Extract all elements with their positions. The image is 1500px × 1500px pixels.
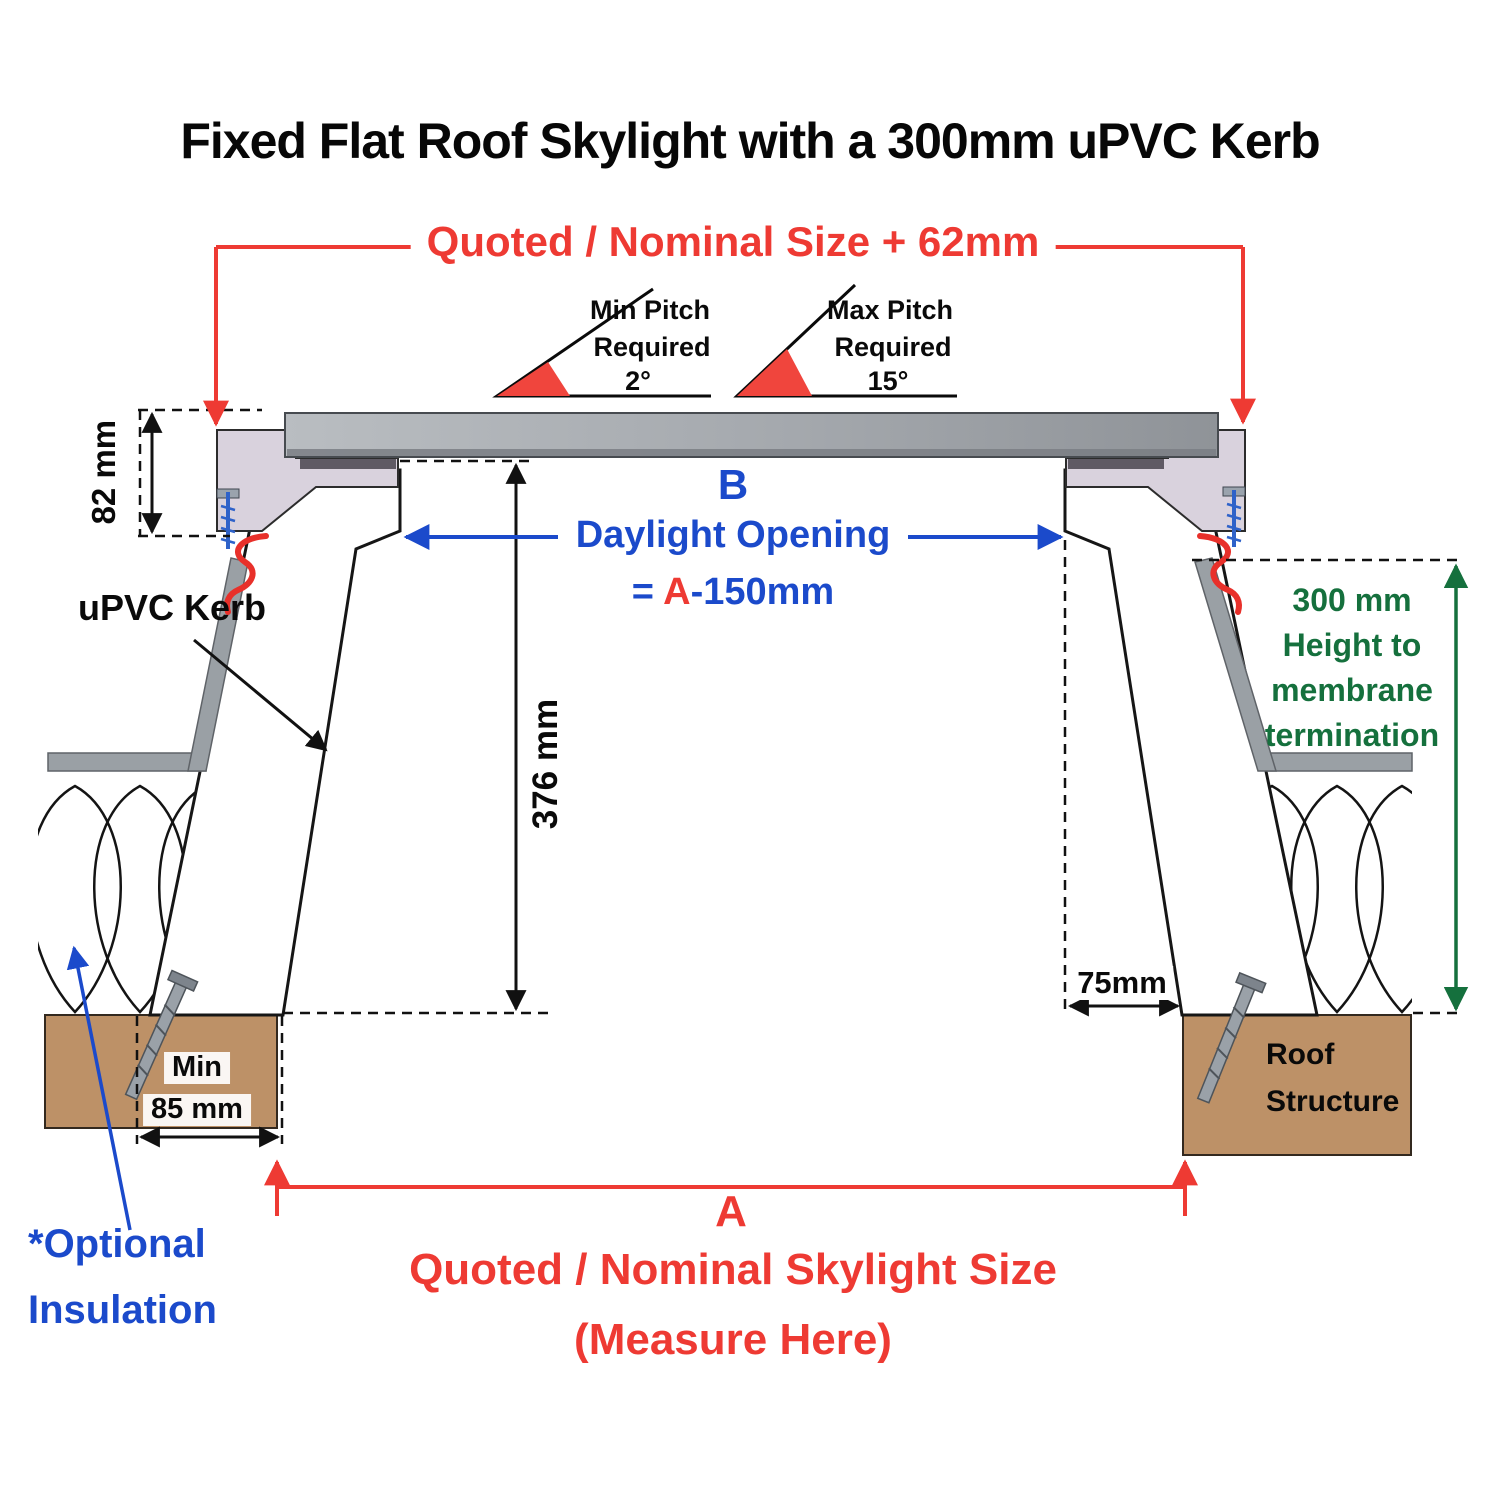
membrane-height-line3: membrane: [1271, 672, 1433, 708]
bottom-letter-a: A: [715, 1187, 747, 1236]
left-kerb-fixing-screw: [124, 969, 199, 1101]
optional-insulation-label-line1: *Optional: [28, 1222, 206, 1266]
bottom-dimension-lines: [264, 1159, 1198, 1216]
min-pitch-value: 2°: [625, 366, 651, 396]
min-pitch-indicator: [492, 287, 711, 398]
top-dimension-label: Quoted / Nominal Size + 62mm: [410, 218, 1056, 266]
top-dimension-lines: [203, 245, 1256, 427]
daylight-eq-prefix: =: [631, 571, 664, 613]
bottom-label-line2: (Measure Here): [574, 1315, 892, 1364]
roof-structure-label-line1: Roof: [1266, 1038, 1335, 1071]
membrane-height-label: 300 mm Height to membrane termination: [1250, 578, 1454, 758]
daylight-eq-a: A: [663, 571, 691, 613]
glass-panel: [284, 412, 1219, 458]
bearing-min-label-line1: Min: [164, 1051, 230, 1084]
min-pitch-label-line2: Required: [593, 332, 711, 362]
page-title: Fixed Flat Roof Skylight with a 300mm uP…: [180, 113, 1320, 169]
membrane-height-line1: 300 mm: [1292, 582, 1412, 618]
kerb-callout-arrow: [193, 638, 328, 752]
membrane-height-line2: Height to: [1282, 627, 1422, 663]
dim-376mm-label: 376 mm: [525, 698, 565, 830]
daylight-equation: = A-150mm: [631, 571, 835, 614]
daylight-opening-label: Daylight Opening: [575, 514, 891, 556]
right-membrane-clip: [1197, 533, 1242, 615]
dashed-extension-lines: [135, 408, 1460, 1144]
daylight-eq-suffix: -150mm: [690, 571, 835, 613]
roof-membrane: [47, 557, 1413, 772]
left-kerb-profile: [148, 468, 402, 1017]
bearing-min-label-line2: 85 mm: [143, 1093, 251, 1126]
dim-75mm-label: 75mm: [1071, 965, 1173, 1001]
roof-structure-label-line2: Structure: [1266, 1085, 1400, 1118]
bottom-label-line1: Quoted / Nominal Skylight Size: [409, 1245, 1057, 1294]
daylight-letter-b: B: [717, 461, 749, 508]
min-pitch-label-line1: Min Pitch: [590, 295, 710, 325]
max-pitch-label-line2: Required: [834, 332, 952, 362]
left-membrane-clip: [224, 533, 269, 615]
right-frame-screw: [1222, 486, 1246, 547]
max-pitch-label-line1: Max Pitch: [826, 295, 954, 325]
dim-82mm-label: 82 mm: [84, 419, 122, 525]
membrane-height-line4: termination: [1264, 717, 1440, 753]
optional-insulation-label-line2: Insulation: [28, 1288, 217, 1332]
upvc-kerb-callout: uPVC Kerb: [77, 587, 267, 628]
max-pitch-value: 15°: [867, 366, 909, 396]
left-frame-screw: [216, 488, 240, 549]
right-kerb-fixing-screw: [1196, 971, 1267, 1104]
max-pitch-indicator: [733, 283, 957, 398]
insulation-callout-arrow: [66, 945, 132, 1231]
